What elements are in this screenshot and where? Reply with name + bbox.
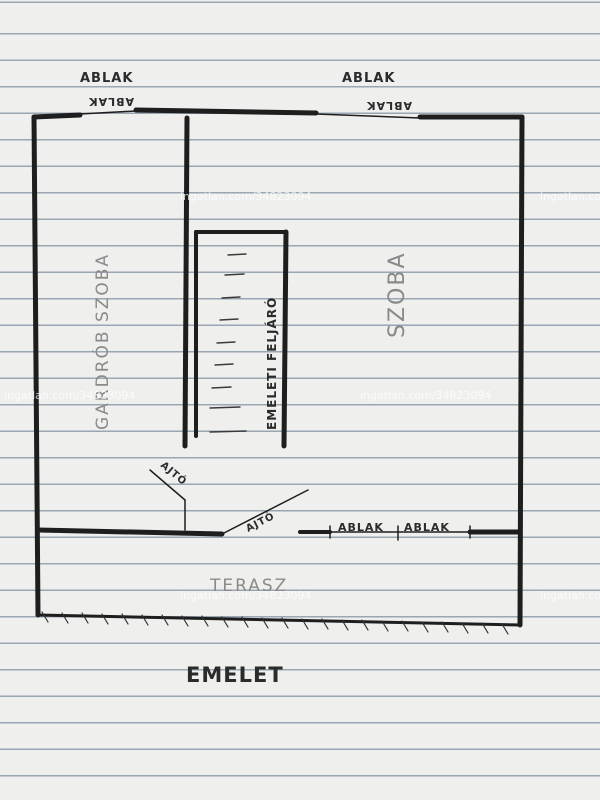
- window-top-right-line: [315, 113, 421, 119]
- door-label-dressing: AJTÓ: [158, 458, 190, 488]
- watermark: ingatlan.com/34823094: [180, 589, 312, 602]
- window-label-top-right-mirrored: ABLAK: [366, 99, 412, 112]
- terrace-edge: [36, 613, 522, 627]
- window-label-top-left-mirrored: ABLAK: [88, 95, 134, 108]
- door-label-terrace: AJTÓ: [243, 509, 276, 535]
- terrace-label: TERASZ: [209, 576, 288, 596]
- window-label-bottom-right: ABLAK: [404, 521, 450, 534]
- top-wall-left: [31, 112, 83, 120]
- terrace-hatching: [41, 611, 509, 635]
- watermark: ingatlan.com/34823094: [540, 589, 600, 602]
- floor-title: EMELET: [186, 663, 284, 687]
- room-label: SZOBA: [385, 252, 410, 339]
- window-label-top-right: ABLAK: [342, 71, 395, 86]
- stairs-label: EMELETI FELJÁRÓ: [264, 297, 279, 430]
- watermark: ingatlan.com/34823094: [540, 190, 600, 203]
- watermark: ingatlan.com/34823094: [180, 190, 312, 203]
- stair-right-wall: [281, 229, 289, 449]
- right-wall: [517, 114, 525, 628]
- window-label-bottom-left: ABLAK: [338, 521, 384, 534]
- door-swing-terrace: [221, 489, 309, 535]
- dressing-room-label: GARDRÓB SZOBA: [91, 253, 113, 430]
- inner-wall-left: [35, 527, 225, 537]
- top-wall-middle: [133, 107, 319, 116]
- partition-wall: [182, 115, 190, 449]
- watermark: ingatlan.com/34823094: [4, 389, 136, 402]
- watermark: ingatlan.com/34823094: [360, 389, 492, 402]
- door-swing-dressing: [149, 469, 186, 501]
- window-label-top-left: ABLAK: [80, 71, 133, 86]
- window-top-left-line: [79, 110, 137, 115]
- stair-treads: [209, 253, 247, 433]
- left-wall: [31, 114, 41, 618]
